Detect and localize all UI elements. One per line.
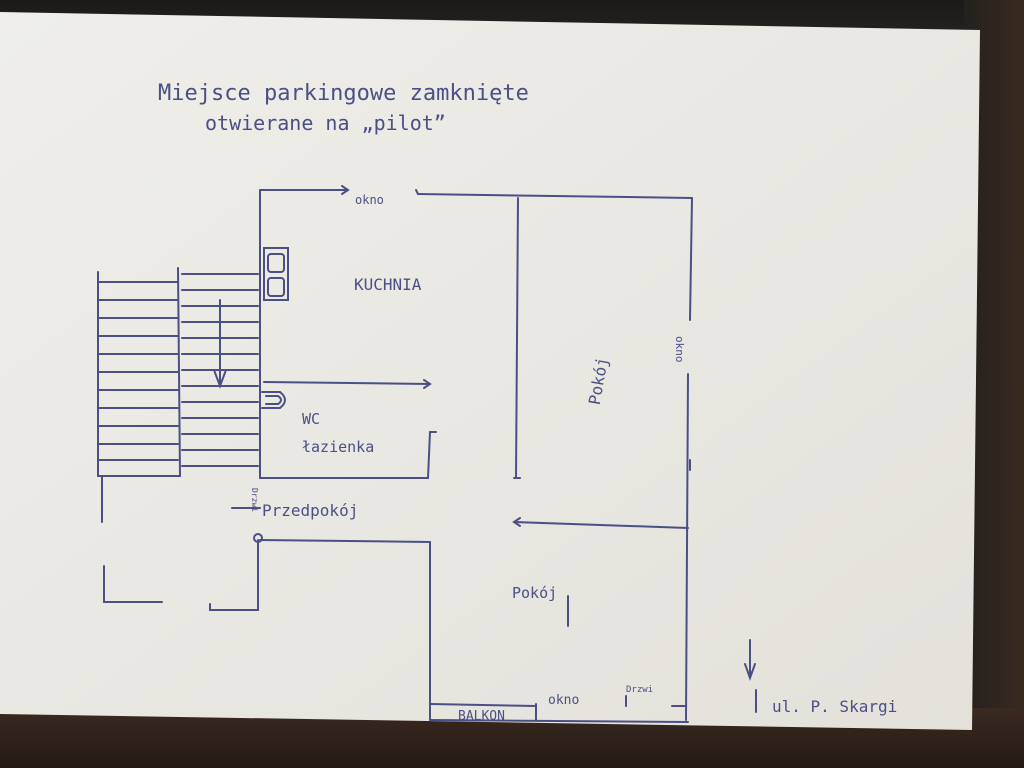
paper (0, 12, 980, 730)
bathroom-label: łazienka (302, 438, 374, 456)
staircase-left (97, 267, 181, 477)
room-bottom-label: Pokój (512, 584, 557, 602)
toilet-icon (261, 391, 286, 409)
title-line-2: otwierane na „pilot” (205, 111, 446, 135)
stair-direction-arrow-icon (213, 299, 227, 389)
window-top-label: okno (355, 193, 384, 207)
apartment-walls (103, 185, 693, 723)
title-line-1: Miejsce parkingowe zamknięte (158, 81, 529, 106)
stove-icon (263, 247, 289, 301)
wc-label: WC (302, 410, 320, 428)
door-hall-label: Drzwi (250, 488, 259, 512)
street-label: ul. P. Skargi (772, 697, 897, 716)
door-bottom-label: Drzwi (626, 685, 653, 695)
hall-label: Przedpokój (262, 501, 358, 520)
window-right-label: okno (673, 336, 686, 363)
window-bottom-label: okno (548, 693, 579, 708)
hall-door-icon (231, 507, 263, 543)
balcony-label: BALKON (458, 709, 505, 724)
balcony-outline (429, 703, 537, 721)
floor-plan-sheet: Miejsce parkingowe zamknięte otwierane n… (0, 12, 980, 730)
kitchen-label: KUCHNIA (354, 275, 422, 294)
street-direction-arrow-icon (744, 639, 756, 681)
